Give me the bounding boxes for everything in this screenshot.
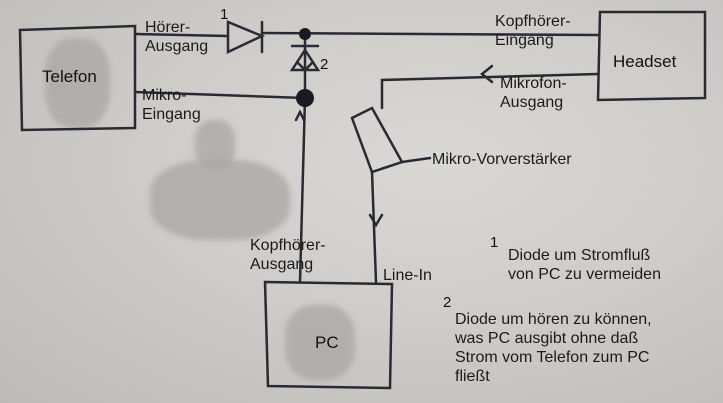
preamp-pointer (400, 156, 432, 164)
note2-text: Diode um hören zu können, was PC ausgibt… (455, 311, 652, 385)
junction-mic (296, 89, 314, 107)
phone-out-label: Hörer-Ausgang (145, 19, 209, 55)
diode2-arrow (295, 60, 315, 72)
diode2-number: 2 (320, 56, 329, 73)
pc-box (263, 280, 394, 390)
headset-out-wire (380, 72, 600, 110)
smudge (195, 120, 235, 170)
note2-number: 2 (443, 294, 452, 311)
phone-out-wire (133, 32, 230, 38)
preamp-triangle (350, 106, 404, 174)
pc-out-wire (298, 96, 307, 284)
note1-number: 1 (490, 234, 499, 251)
smudge (45, 38, 110, 128)
diode1-number: 1 (220, 6, 229, 23)
pc-label: PC (315, 333, 339, 352)
headset-box (596, 10, 707, 102)
preamp-label: Mikro-Vorverstärker (432, 151, 572, 168)
diode-1 (226, 20, 266, 54)
pc-in-label: Line-In (383, 267, 432, 284)
phone-in-wire (133, 90, 307, 100)
phone-label: Telefon (42, 67, 97, 86)
pc-out-arrow (294, 109, 306, 122)
headset-out-label: Mikrofon-Ausgang (500, 75, 567, 111)
phone-box (18, 24, 137, 132)
junction-top (299, 28, 311, 40)
smudge (150, 160, 290, 240)
headset-label: Headset (613, 52, 677, 71)
headset-in-label: Kopfhörer-Eingang (495, 13, 571, 49)
phone-in-label: Mikro-Eingang (142, 87, 201, 123)
preamp-out (370, 170, 378, 284)
headset-in-wire (260, 31, 600, 37)
smudge (285, 305, 355, 380)
headset-out-arrow (479, 64, 494, 84)
pc-out-label: Kopfhörer-Ausgang (250, 237, 326, 273)
preamp-out-arrow (368, 213, 384, 228)
